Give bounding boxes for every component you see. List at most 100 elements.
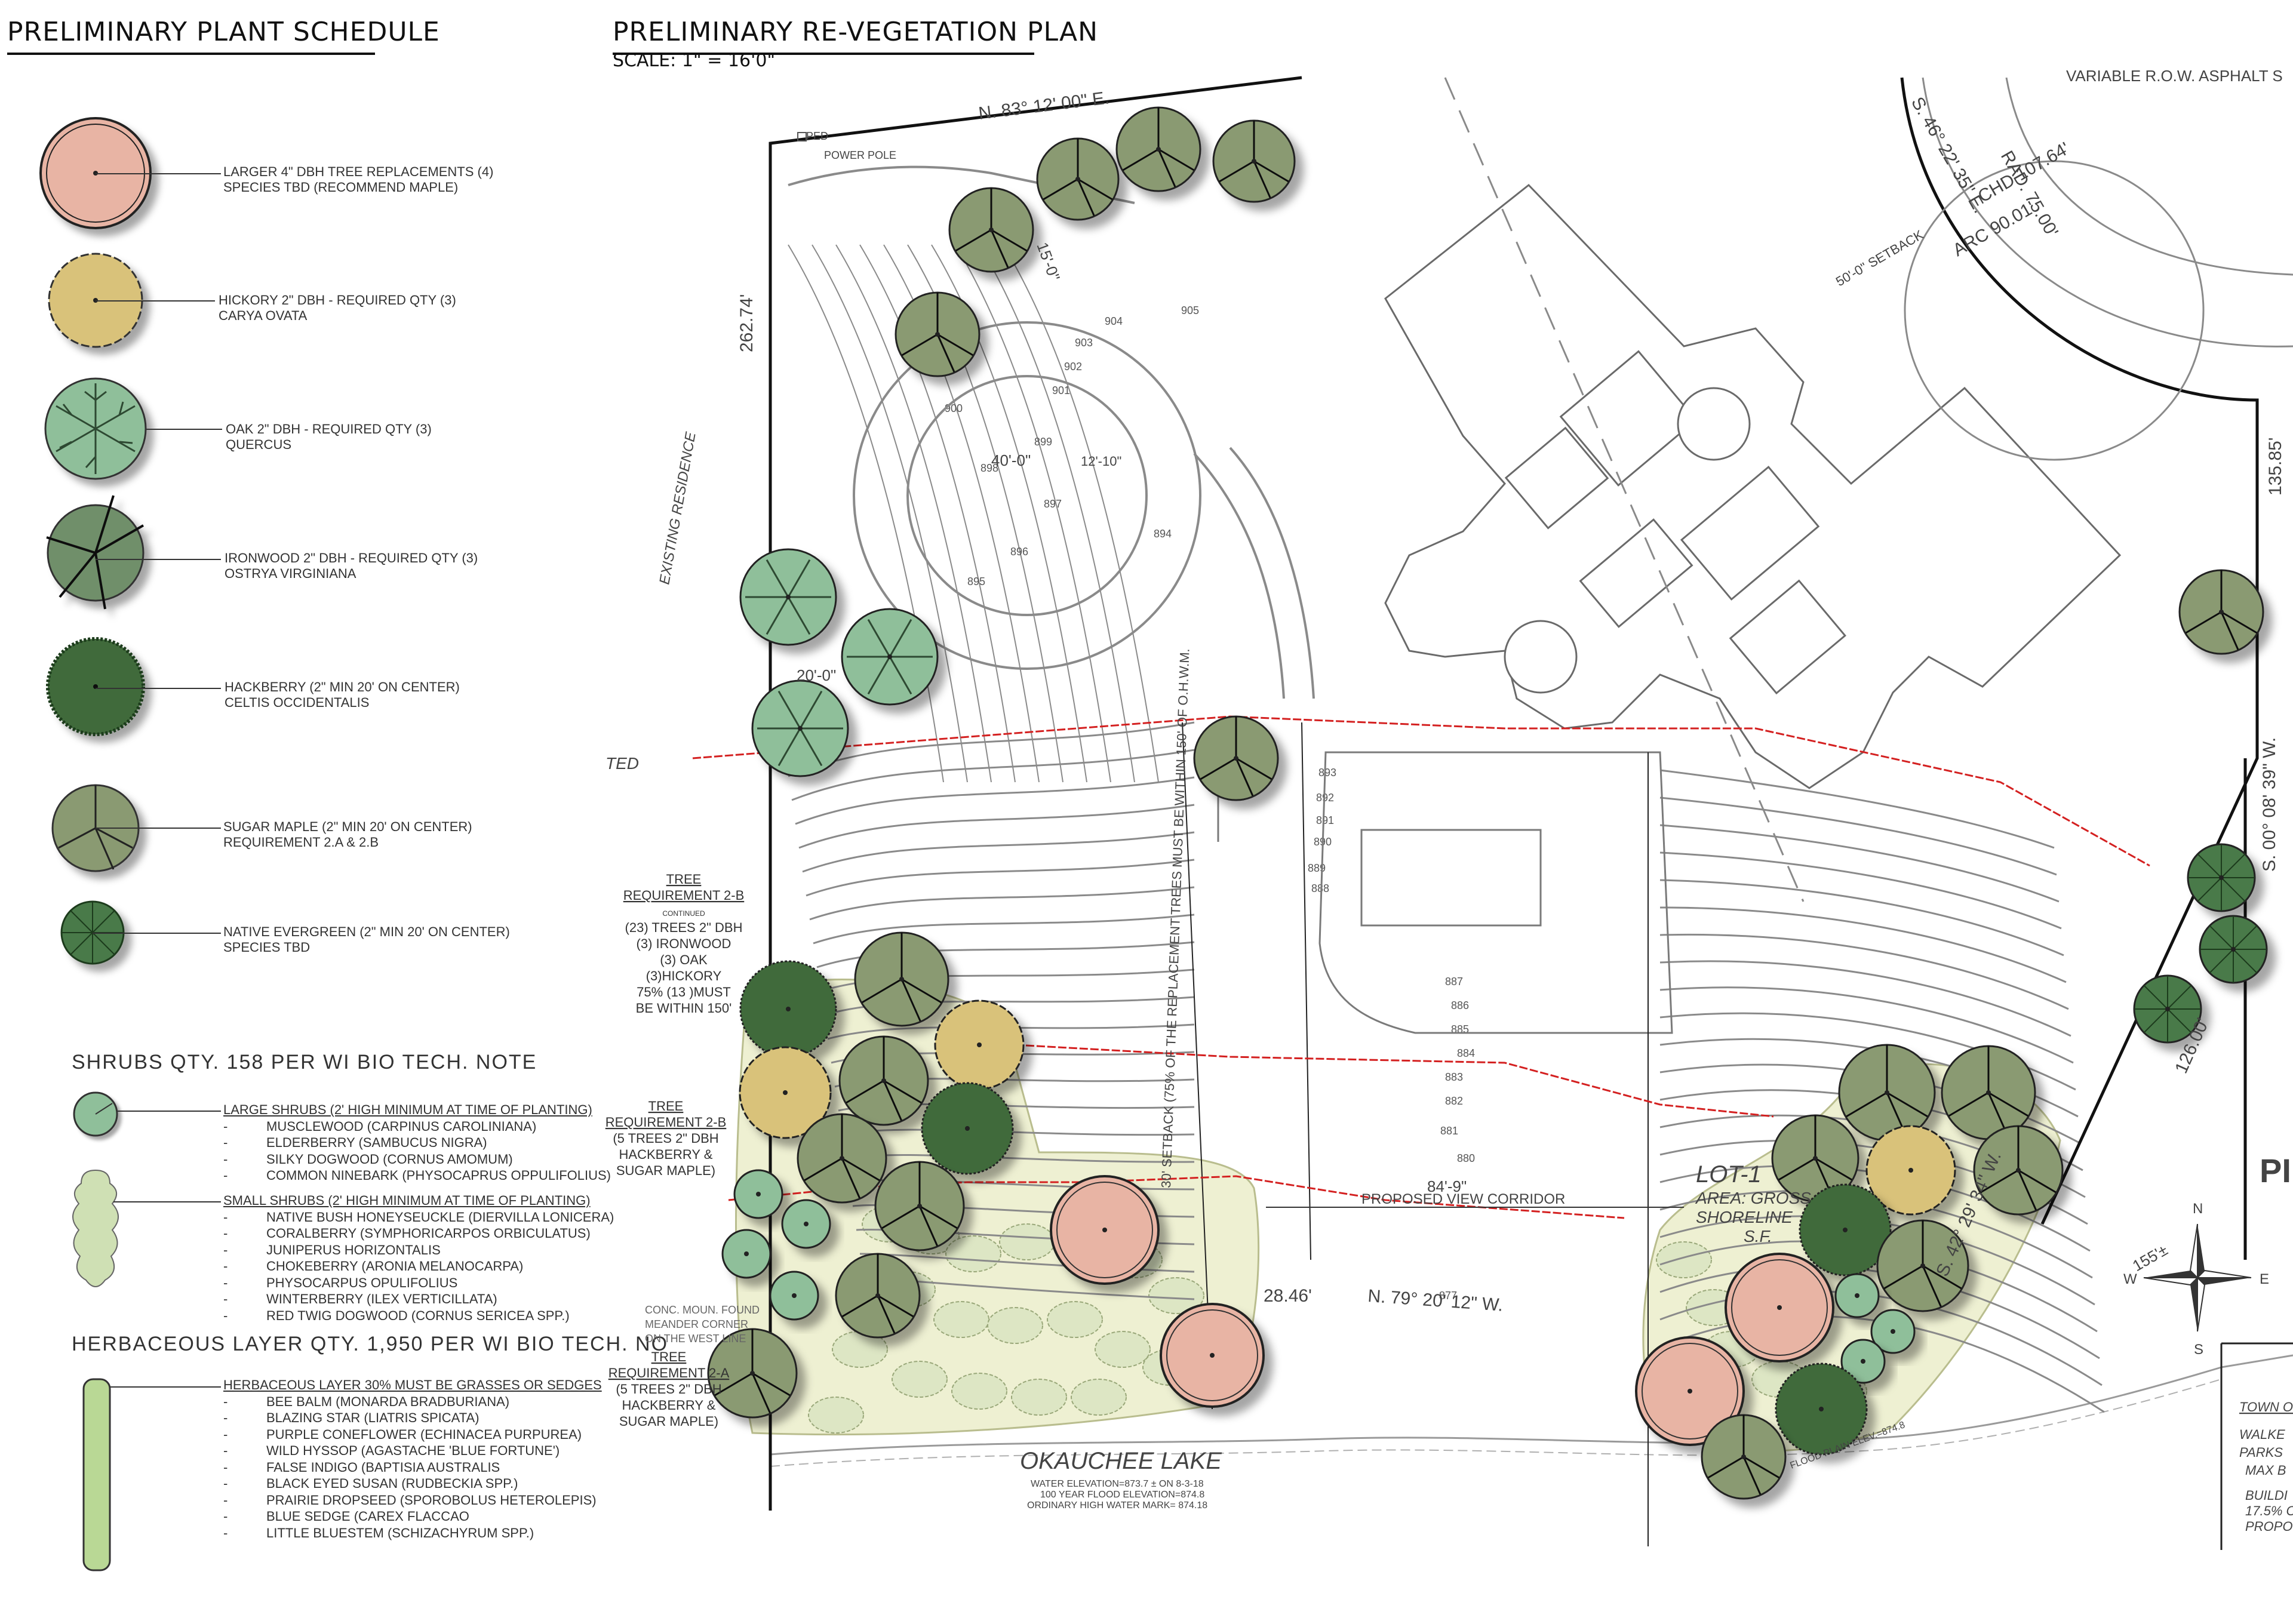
contour-line	[955, 244, 1111, 783]
list-item: SILKY DOGWOOD (CORNUS AMOMUM)	[223, 1151, 611, 1168]
contour-label: 896	[1010, 546, 1028, 558]
contour-line	[795, 776, 2060, 903]
contour-line	[816, 941, 2074, 1064]
note-line: (3) OAK	[660, 952, 708, 967]
contour-label: 886	[1451, 999, 1469, 1011]
contour-label: 893	[1318, 767, 1336, 779]
contour-label: 900	[945, 402, 963, 414]
note-line: SUGAR MAPLE)	[619, 1414, 718, 1429]
shrub-legend-symbols	[72, 1091, 119, 1571]
hackberry-tree	[1799, 1183, 1892, 1277]
list-item: PRAIRIE DROPSEED (SPOROBOLUS HETEROLEPIS…	[223, 1492, 602, 1509]
hickory-tree	[739, 1046, 832, 1139]
shrub-mass	[1047, 1301, 1103, 1338]
hackberry-tree	[921, 1082, 1014, 1175]
list-item: BLAZING STAR (LIATRIS SPICATA)	[223, 1410, 602, 1426]
sugar-tree	[948, 187, 1034, 273]
compass-e: E	[2260, 1271, 2269, 1287]
leader-line	[96, 828, 221, 829]
small-shrub-icon	[72, 1169, 119, 1287]
driveway-turnaround	[788, 165, 1315, 699]
list-item: WILD HYSSOP (AGASTACHE 'BLUE FORTUNE')	[223, 1442, 602, 1459]
hackberry-icon	[46, 637, 145, 736]
lot-line: S.F.	[1744, 1227, 1772, 1245]
sugar-tree	[835, 1253, 921, 1339]
note-line: (3) IRONWOOD	[637, 936, 731, 951]
plant-schedule-title: PRELIMINARY PLANT SCHEDULE	[7, 17, 440, 47]
compass-n: N	[2193, 1201, 2203, 1217]
schedule-item-hackberry: HACKBERRY (2" MIN 20' ON CENTER) CELTIS …	[225, 679, 460, 710]
contour-label: 895	[967, 576, 985, 588]
contour-label: 904	[1105, 315, 1123, 327]
schedule-item-line: IRONWOOD 2" DBH - REQUIRED QTY (3)	[225, 550, 478, 565]
list-item: COMMON NINEBARK (PHYSOCAPRUS OPPULIFOLIU…	[223, 1167, 611, 1184]
list-item: JUNIPERUS HORIZONTALIS	[223, 1242, 614, 1259]
title-block-text: PROPO	[2245, 1519, 2292, 1534]
sugar-tree	[1838, 1044, 1936, 1142]
evergreen-tree	[2199, 915, 2268, 984]
shrub-mass	[999, 1223, 1055, 1260]
hickory-tree	[1865, 1125, 1956, 1216]
shrub-tree	[1840, 1339, 1886, 1384]
leader-line	[110, 1386, 221, 1388]
plant-schedule-title-rule	[7, 53, 375, 55]
note-line: (5 TREES 2" DBH	[613, 1131, 718, 1146]
contour-label: 888	[1311, 882, 1329, 894]
large-shrub-icon	[73, 1091, 118, 1137]
sugar-tree	[2178, 569, 2264, 655]
leader-line	[96, 300, 215, 302]
note-line: REQUIREMENT 2-B	[605, 1115, 727, 1130]
evergreen-tree	[2133, 974, 2202, 1044]
list-item: CORALBERRY (SYMPHORICARPOS ORBICULATUS)	[223, 1225, 614, 1242]
maple-tree	[1050, 1175, 1160, 1285]
note-line: ON THE WEST LINE	[645, 1333, 746, 1345]
shrub-mass	[1071, 1379, 1127, 1416]
note-line: 75% (13 )MUST	[637, 985, 731, 999]
contour-line	[791, 749, 2057, 876]
setback-50: 50'-0" SETBACK	[1833, 227, 1926, 289]
title-block-text: MAX B	[2245, 1463, 2286, 1478]
house-footprint	[1384, 183, 2122, 789]
ted-label: TED	[605, 754, 639, 773]
list-item: PURPLE CONEFLOWER (ECHINACEA PURPUREA)	[223, 1426, 602, 1443]
contour-label: 899	[1034, 436, 1052, 448]
dim-se2: 155'±	[2129, 1241, 2171, 1275]
sugar-tree	[854, 931, 949, 1027]
maple-tree	[1635, 1336, 1745, 1446]
note-line: CONC. MOUN. FOUND	[645, 1304, 760, 1316]
list-item: RED TWIG DOGWOOD (CORNUS SERICEA SPP.)	[223, 1308, 614, 1324]
contour-label: 897	[1044, 498, 1062, 510]
title-block-text: TOWN O	[2239, 1400, 2293, 1414]
dim-west: 262.74'	[737, 294, 757, 353]
title-block-text: 17.5% O	[2245, 1503, 2293, 1518]
list-item: NATIVE BUSH HONEYSEUCKLE (DIERVILLA LONI…	[223, 1209, 614, 1226]
contour-line	[798, 804, 2062, 930]
shrub-mass	[808, 1397, 864, 1434]
sugar-tree	[1701, 1414, 1787, 1500]
shrub-tree	[769, 1271, 819, 1321]
list-item: MUSCLEWOOD (CARPINUS CAROLINIANA)	[223, 1118, 611, 1135]
sugar-tree	[1193, 715, 1279, 801]
contour-label: 880	[1457, 1152, 1475, 1164]
schedule-item-oak: OAK 2" DBH - REQUIRED QTY (3) QUERCUS	[226, 422, 432, 453]
note-line: MEANDER CORNER	[645, 1318, 748, 1330]
leader-line	[96, 173, 221, 174]
small-shrubs-list: SMALL SHRUBS (2' HIGH MINIMUM AT TIME OF…	[223, 1192, 614, 1324]
list-item: BEE BALM (MONARDA BRADBURIANA)	[223, 1394, 602, 1410]
shrub-mass	[1095, 1331, 1151, 1368]
list-item: FALSE INDIGO (BAPTISIA AUSTRALIS	[223, 1459, 602, 1476]
site-plan: 9059049039029019008998988978968958948938…	[605, 67, 2293, 1550]
shrub-mass	[1656, 1241, 1712, 1278]
shrub-tree	[733, 1169, 783, 1219]
lake-info: WATER ELEVATION=873.7 ± ON 8-3-18	[1031, 1479, 1204, 1489]
schedule-item-line: CELTIS OCCIDENTALIS	[225, 695, 370, 710]
flood-line	[770, 1379, 2222, 1467]
contour-line	[835, 244, 992, 783]
shrub-tree	[781, 1199, 831, 1249]
title-block-text: PARKS	[2239, 1445, 2283, 1460]
note-line: BE WITHIN 150'	[636, 1001, 732, 1016]
contour-line	[979, 244, 1135, 783]
dim-12: 12'-10"	[1081, 454, 1121, 469]
